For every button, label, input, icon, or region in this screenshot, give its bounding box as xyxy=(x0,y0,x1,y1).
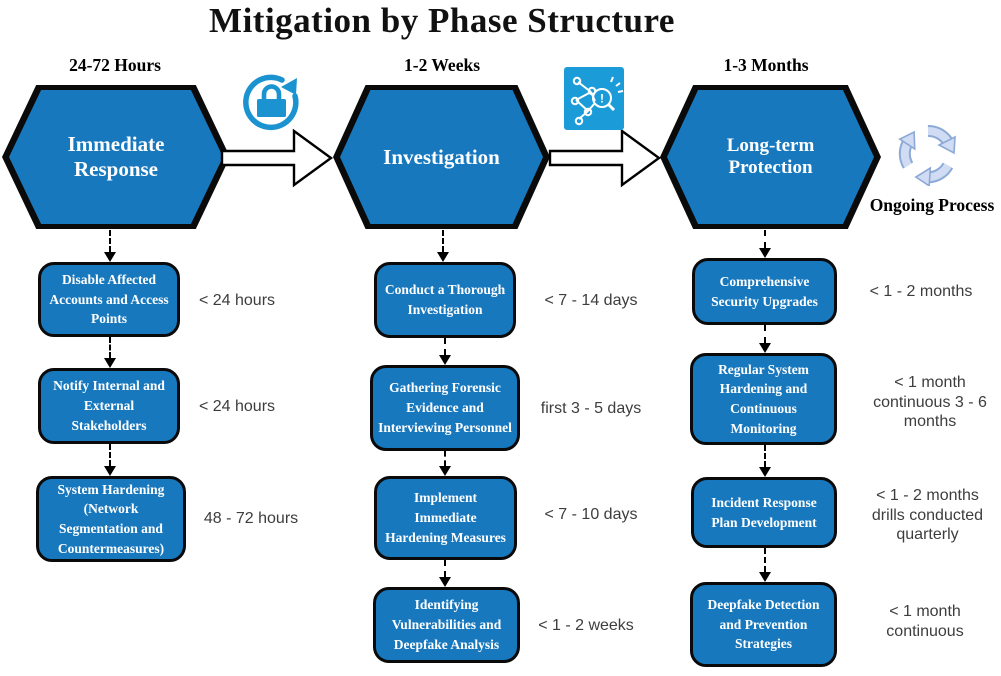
step-box-disable-accounts: Disable Affected Accounts and Access Poi… xyxy=(38,262,180,337)
dashed-line xyxy=(764,230,766,248)
phase3-duration-label: 1-3 Months xyxy=(723,55,809,75)
dashed-line xyxy=(442,230,444,252)
step-label: Implement Immediate Hardening Measures xyxy=(385,490,506,545)
step-box-hardening-measures: Implement Immediate Hardening Measures xyxy=(374,476,517,560)
dashed-arrow xyxy=(758,445,772,477)
step-label: Deepfake Detection and Prevention Strate… xyxy=(707,596,820,652)
step-box-system-hardening: System Hardening (Network Segmentation a… xyxy=(36,476,186,562)
step-box-deepfake-detection: Deepfake Detection and Prevention Strate… xyxy=(690,582,837,667)
phase1-duration-label: 24-72 Hours xyxy=(69,55,161,75)
time-annotation: < 1 - 2 months drills conducted quarterl… xyxy=(871,487,984,544)
arrowhead xyxy=(759,343,771,353)
dashed-line xyxy=(764,325,766,343)
time-annotation: < 7 - 14 days xyxy=(544,292,638,309)
time-annotation: < 1 - 2 months xyxy=(869,283,973,300)
step-label: Gathering Forensic Evidence and Intervie… xyxy=(378,380,512,435)
network-analysis-icon: ! xyxy=(564,67,624,130)
dashed-arrow xyxy=(438,338,452,365)
recycle-icon xyxy=(896,122,960,186)
step-box-identify-vulnerabilities: Identifying Vulnerabilities and Deepfake… xyxy=(373,587,520,663)
phase-name-label: Investigation xyxy=(340,90,543,224)
arrowhead xyxy=(104,252,116,262)
step-label: Regular System Hardening and Continuous … xyxy=(718,361,809,436)
arrowhead xyxy=(104,358,116,368)
phase-hexagon-long-term-protection: Long-term Protection xyxy=(660,85,881,229)
diagram-title: Mitigation by Phase Structure xyxy=(209,1,675,40)
dashed-line xyxy=(109,337,111,358)
dashed-line xyxy=(109,444,111,466)
time-annotation: < 7 - 10 days xyxy=(544,506,638,523)
step-label: Notify Internal and External Stakeholder… xyxy=(53,378,165,433)
step-box-forensic-evidence: Gathering Forensic Evidence and Intervie… xyxy=(370,365,520,451)
dashed-line xyxy=(764,445,766,467)
phase-hexagon-investigation: Investigation xyxy=(333,85,550,229)
dashed-line xyxy=(109,230,111,252)
step-label: Incident Response Plan Development xyxy=(711,494,817,530)
phase1-to-phase2-arrow-icon xyxy=(220,128,334,188)
step-label: System Hardening (Network Segmentation a… xyxy=(57,481,165,556)
dashed-arrow xyxy=(758,230,772,258)
phase2-duration-label: 1-2 Weeks xyxy=(404,55,480,75)
arrowhead xyxy=(759,467,771,477)
time-annotation: < 1 month continuous 3 - 6 months xyxy=(873,374,987,431)
phase2-to-phase3-arrow-icon xyxy=(548,128,662,188)
arrowhead xyxy=(439,355,451,365)
dashed-arrow xyxy=(103,337,117,368)
step-box-conduct-investigation: Conduct a Thorough Investigation xyxy=(374,262,516,338)
step-box-incident-response-plan: Incident Response Plan Development xyxy=(691,477,837,548)
step-box-notify-stakeholders: Notify Internal and External Stakeholder… xyxy=(38,368,180,444)
time-annotation: first 3 - 5 days xyxy=(540,400,642,417)
phase-hexagon-immediate-response: Immediate Response xyxy=(2,85,230,229)
dashed-line xyxy=(764,548,766,572)
dashed-arrow xyxy=(758,548,772,582)
arrowhead xyxy=(759,248,771,258)
step-label: Disable Affected Accounts and Access Poi… xyxy=(49,271,169,327)
dashed-arrow xyxy=(438,560,452,587)
step-box-regular-hardening: Regular System Hardening and Continuous … xyxy=(690,353,837,445)
arrowhead xyxy=(759,572,771,582)
time-annotation: < 24 hours xyxy=(198,398,276,415)
arrowhead xyxy=(439,466,451,476)
phase-name-label: Immediate Response xyxy=(9,90,223,224)
svg-text:!: ! xyxy=(600,92,604,106)
dashed-line xyxy=(444,560,446,577)
arrowhead xyxy=(437,252,449,262)
dashed-arrow xyxy=(438,451,452,476)
step-label: Comprehensive Security Upgrades xyxy=(711,273,818,309)
time-annotation: < 1 month continuous xyxy=(886,603,964,640)
dashed-arrow xyxy=(758,325,772,353)
dashed-arrow xyxy=(103,444,117,476)
time-annotation: < 1 - 2 weeks xyxy=(538,617,634,634)
ongoing-process-label: Ongoing Process xyxy=(869,195,995,215)
dashed-line xyxy=(444,338,446,355)
dashed-arrow xyxy=(436,230,450,262)
step-label: Conduct a Thorough Investigation xyxy=(384,282,506,317)
time-annotation: < 24 hours xyxy=(198,292,276,309)
dashed-line xyxy=(444,451,446,466)
step-box-security-upgrades: Comprehensive Security Upgrades xyxy=(692,258,837,325)
dashed-arrow xyxy=(103,230,117,262)
time-annotation: 48 - 72 hours xyxy=(203,510,299,527)
phase-name-label: Long-term Protection xyxy=(667,90,874,224)
arrowhead xyxy=(439,577,451,587)
rotating-lock-icon xyxy=(239,65,305,133)
arrowhead xyxy=(104,466,116,476)
step-label: Identifying Vulnerabilities and Deepfake… xyxy=(391,597,502,652)
